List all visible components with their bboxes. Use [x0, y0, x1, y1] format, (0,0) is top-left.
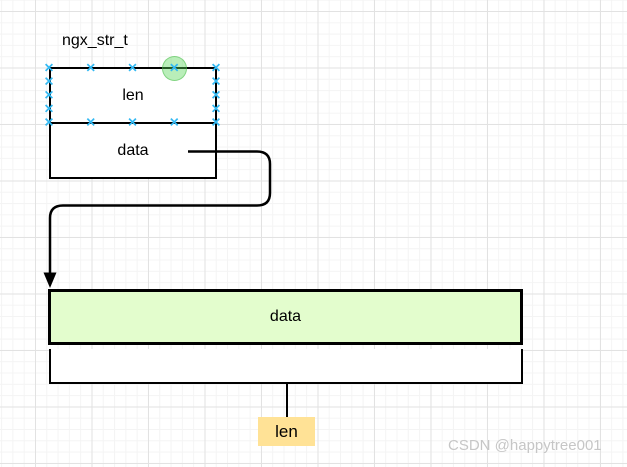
data-buffer-box[interactable]: data: [48, 289, 523, 345]
ngx-str-t-struct-box[interactable]: len data: [49, 67, 217, 179]
connection-hover-highlight-icon: [162, 56, 187, 81]
arrowhead-icon: [43, 272, 57, 288]
len-field-cell[interactable]: len: [51, 69, 215, 124]
data-field-cell[interactable]: data: [117, 141, 149, 159]
bracket-tick: [286, 384, 288, 417]
watermark-text: CSDN @happytree001: [448, 437, 602, 454]
length-bracket[interactable]: [49, 349, 523, 384]
len-tag[interactable]: len: [258, 417, 315, 446]
struct-title: ngx_str_t: [62, 32, 128, 49]
